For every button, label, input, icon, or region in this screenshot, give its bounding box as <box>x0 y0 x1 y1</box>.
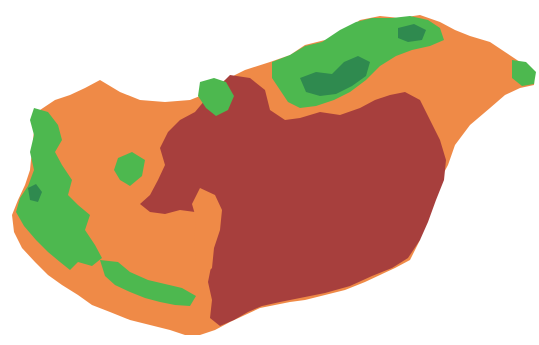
region-dark-green-north-2 <box>398 24 426 42</box>
region-green-north-west <box>198 78 234 116</box>
region-orange-inset <box>192 188 222 275</box>
region-dark-green-north <box>300 56 370 96</box>
region-red-core <box>140 75 446 326</box>
region-green-east-tip <box>512 60 536 86</box>
region-dark-green-west-edge <box>28 184 42 202</box>
region-green-southwest <box>100 260 196 306</box>
region-green-interior <box>114 152 145 186</box>
region-green-west <box>16 108 102 270</box>
